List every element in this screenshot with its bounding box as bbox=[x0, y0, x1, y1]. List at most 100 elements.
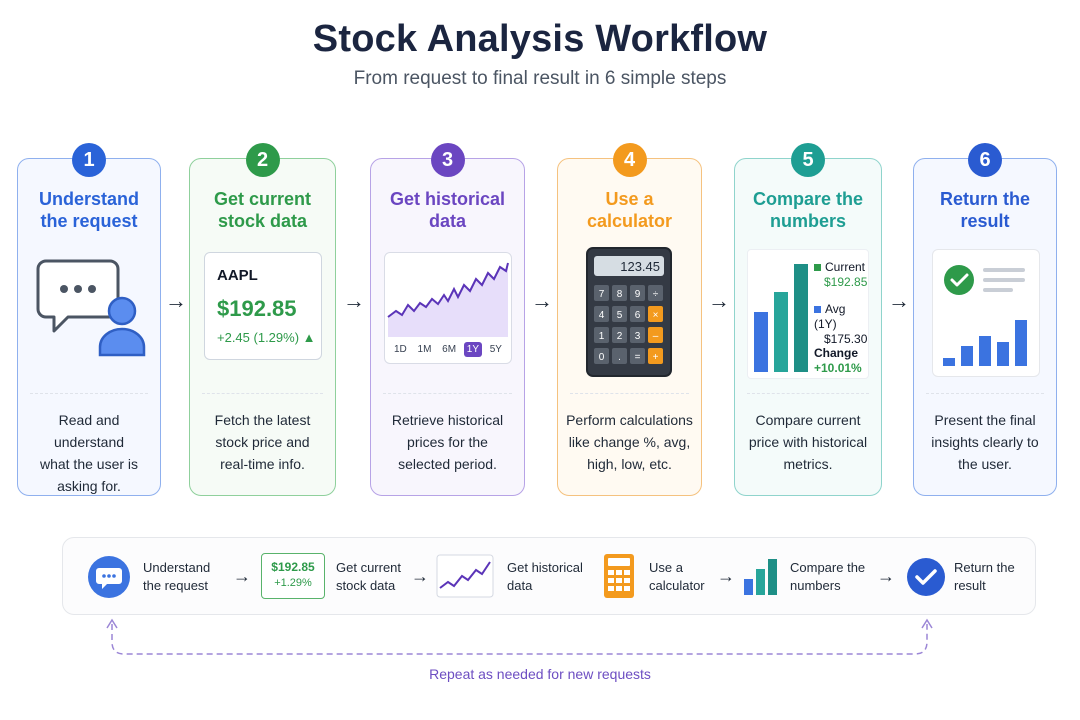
calculator-key-label: 5 bbox=[617, 310, 623, 321]
flow-arrow-icon: → bbox=[343, 288, 365, 313]
calculator-key bbox=[630, 306, 645, 322]
flow-arrow-icon: → bbox=[888, 288, 910, 313]
card-divider bbox=[747, 393, 869, 394]
avg-value: $175.30 bbox=[824, 332, 868, 346]
summary-strip: Understand the request → $192.85 +1.29% … bbox=[62, 537, 1036, 615]
period-tab-5y[interactable]: 5Y bbox=[489, 344, 502, 355]
calculator-key-label: ÷ bbox=[653, 289, 659, 300]
step-card-1: 1 Understand the request Read and unders… bbox=[17, 143, 161, 496]
avg-label: Avg (1Y) bbox=[814, 302, 846, 331]
current-value: $192.85 bbox=[824, 275, 868, 289]
calculator-key-label: 1 bbox=[599, 331, 605, 342]
calculator-key bbox=[594, 285, 609, 301]
card-divider bbox=[383, 393, 512, 394]
calculator-key-label: 7 bbox=[599, 289, 605, 300]
period-tab-1y[interactable]: 1Y bbox=[463, 342, 482, 357]
step-card-3: 3 Get historical data 1D 1M 6M 1Y 5Y Ret… bbox=[370, 143, 525, 496]
step-description: Fetch the latest stock price and real-ti… bbox=[214, 412, 311, 472]
period-tab-1d[interactable]: 1D bbox=[394, 344, 407, 355]
calculator-key-label: 8 bbox=[617, 289, 623, 300]
period-tab-6m[interactable]: 6M bbox=[442, 344, 457, 355]
strip-arrow-icon: → bbox=[233, 566, 251, 586]
step-title: Return the result bbox=[940, 189, 1030, 231]
change-legend: Change +10.01% bbox=[814, 346, 862, 376]
card-divider bbox=[570, 393, 689, 394]
step-description: Present the final insights clearly to th… bbox=[931, 412, 1039, 472]
calculator-key-label: 4 bbox=[599, 310, 605, 321]
historical-chart-panel: 1D 1M 6M 1Y 5Y bbox=[384, 252, 512, 364]
step-title: Understand the request bbox=[38, 189, 139, 231]
step-number-badge: 2 bbox=[245, 143, 280, 177]
calculator-key-label: 2 bbox=[617, 331, 623, 342]
calculator-key bbox=[630, 327, 645, 343]
step-description: Perform calculations like change %, avg,… bbox=[566, 412, 693, 472]
step-card-2: 2 Get current stock data AAPL $192.85 +2… bbox=[189, 143, 336, 496]
strip-label-return: Return the result bbox=[954, 560, 1015, 593]
price-line-chart bbox=[387, 262, 509, 337]
strip-label-historical: Get historical data bbox=[507, 560, 583, 593]
calculator-key-label: 9 bbox=[635, 289, 641, 300]
page-subtitle: From request to final result in 6 simple… bbox=[353, 68, 727, 89]
repeat-note: Repeat as needed for new requests bbox=[429, 666, 651, 682]
strip-arrow-icon: → bbox=[717, 566, 735, 586]
strip-label-compare: Compare the numbers bbox=[790, 560, 866, 593]
step-number-badge: 5 bbox=[791, 143, 825, 177]
repeat-loop-arrow bbox=[106, 618, 933, 655]
mini-price-card: $192.85 +1.29% bbox=[261, 553, 325, 599]
step-title: Use a calculator bbox=[586, 189, 673, 231]
calculator-key bbox=[612, 285, 627, 301]
calculator-key bbox=[648, 306, 663, 322]
result-report-panel bbox=[932, 249, 1040, 377]
calculator-key bbox=[612, 327, 627, 343]
step-description: Retrieve historical prices for the selec… bbox=[391, 412, 504, 472]
calculator-key-label: × bbox=[653, 310, 659, 321]
avg-legend: Avg (1Y) $175.30 bbox=[814, 302, 868, 347]
mini-change: +1.29% bbox=[274, 577, 312, 589]
stock-price: $192.85 bbox=[217, 296, 297, 321]
comparison-panel: Current $192.85 Avg (1Y) $175.30 Change … bbox=[747, 249, 869, 379]
mini-calculator-icon bbox=[604, 554, 634, 598]
card-divider bbox=[202, 393, 323, 394]
calculator-key-label: – bbox=[653, 331, 659, 342]
step-number-badge: 1 bbox=[72, 143, 106, 177]
calculator-key bbox=[612, 348, 627, 364]
change-label: Change bbox=[814, 346, 859, 360]
strip-label-calculator: Use a calculator bbox=[649, 560, 705, 593]
flow-arrow-icon: → bbox=[165, 288, 187, 313]
mini-price: $192.85 bbox=[271, 560, 315, 574]
comparison-bar-icon bbox=[754, 264, 808, 372]
step-card-5: 5 Compare the numbers Current $192.85 Av… bbox=[734, 143, 882, 496]
calculator-key bbox=[594, 306, 609, 322]
step-card-6: 6 Return the result Present the final in… bbox=[913, 143, 1057, 496]
result-report-icon bbox=[943, 265, 1027, 366]
stock-ticker: AAPL bbox=[217, 267, 258, 284]
mini-bar-chart-icon bbox=[744, 559, 777, 595]
strip-label-understand: Understand the request bbox=[143, 560, 211, 593]
stock-quote-panel: AAPL $192.85 +2.45 (1.29%) ▲ bbox=[204, 252, 322, 360]
flow-arrow-icon: → bbox=[708, 288, 730, 313]
change-value: +10.01% bbox=[814, 361, 862, 375]
calculator-key bbox=[648, 327, 663, 343]
calculator-key-label: = bbox=[635, 352, 641, 363]
calculator-key bbox=[630, 348, 645, 364]
calculator-key bbox=[648, 285, 663, 301]
calculator-key bbox=[612, 306, 627, 322]
current-label: Current bbox=[825, 260, 866, 274]
calculator-key-label: 3 bbox=[635, 331, 641, 342]
step-title: Get current stock data bbox=[213, 189, 312, 231]
period-tab-1m[interactable]: 1M bbox=[417, 344, 432, 355]
card-divider bbox=[926, 393, 1044, 394]
step-description: Compare current price with historical me… bbox=[748, 412, 868, 472]
calculator-key-label: + bbox=[653, 352, 659, 363]
check-circle-icon bbox=[907, 558, 945, 596]
calculator-key bbox=[594, 327, 609, 343]
chat-bubble-icon bbox=[88, 556, 130, 598]
calculator-key bbox=[630, 285, 645, 301]
strip-arrow-icon: → bbox=[411, 566, 429, 586]
page-title: Stock Analysis Workflow bbox=[312, 18, 768, 60]
strip-label-current: Get current stock data bbox=[336, 560, 402, 593]
period-selector: 1D 1M 6M 1Y 5Y bbox=[391, 342, 505, 357]
